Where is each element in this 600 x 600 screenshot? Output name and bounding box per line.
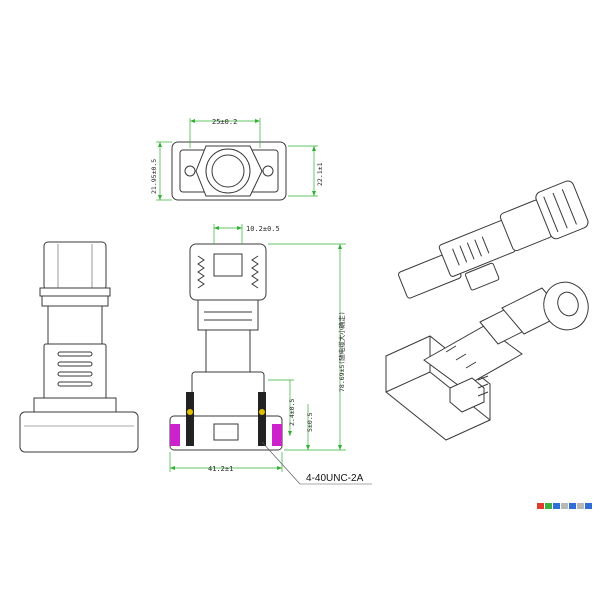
section-bore	[213, 253, 243, 277]
side-view-nut	[43, 241, 107, 291]
dim-offset-b: 5±0.5	[306, 412, 314, 432]
section-body	[205, 329, 251, 373]
magenta-seal-right	[272, 424, 282, 446]
side-view	[19, 241, 139, 453]
dim-width-mid: 10.2±0.5	[246, 225, 280, 233]
side-view-body	[43, 343, 107, 403]
green-square-icon	[545, 503, 552, 509]
iso-nut-face	[543, 281, 589, 331]
blue-square-icon	[585, 503, 592, 509]
iso-view-bottom	[385, 281, 589, 441]
cable-bore	[211, 154, 245, 188]
dim-height-top-left: 21.95±0.5	[150, 159, 158, 194]
magenta-seal-left	[170, 424, 180, 446]
section-view: 10.2±0.5 78.69±5(随电缆大小确定) 2.4±0.5 5±0.5 …	[169, 224, 372, 485]
jack-screw-left	[186, 392, 194, 446]
blue-square-icon	[569, 503, 576, 509]
blue-square-icon	[553, 503, 560, 509]
grey-square-icon	[561, 503, 568, 509]
screw-hole-right	[262, 165, 274, 177]
top-view: 25±0.2 21.95±0.5 22.1±1	[150, 118, 324, 201]
screw-hole-left	[184, 165, 196, 177]
jack-screw-right	[258, 392, 266, 446]
dim-height-top-right: 22.1±1	[316, 162, 324, 186]
watermark-badge	[537, 494, 593, 509]
grey-square-icon	[577, 503, 584, 509]
dim-width-top: 25±0.2	[212, 118, 237, 126]
dim-offset-a: 2.4±0.5	[288, 399, 296, 426]
side-view-flange	[19, 411, 139, 453]
iso-view-top	[398, 180, 589, 299]
thread-spec-callout: 4-40UNC-2A	[306, 473, 364, 484]
dim-base-width: 41.2±1	[208, 465, 233, 473]
red-square-icon	[537, 503, 544, 509]
dim-overall-length: 78.69±5(随电缆大小确定)	[337, 311, 346, 392]
